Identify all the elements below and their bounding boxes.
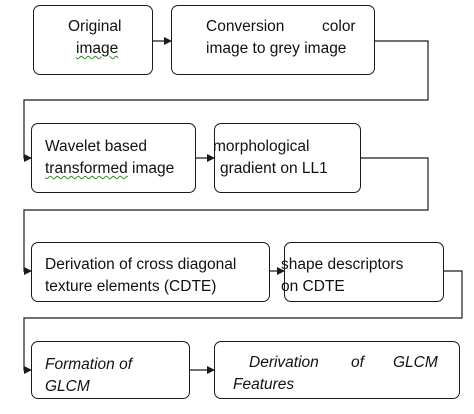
node-glcm-line1: Formation of: [45, 356, 133, 373]
node-glcm-features-line2: Features: [233, 376, 295, 393]
node-conversion-line2: image to grey image: [206, 40, 347, 57]
node-morph-line2: gradient on LL1: [220, 160, 328, 177]
node-conversion-line1-a: Conversion: [206, 18, 285, 35]
node-shape: shape descriptors on CDTE: [281, 242, 444, 302]
node-glcm-features-line1-b: of: [351, 354, 364, 371]
node-shape-line1: shape descriptors: [281, 256, 404, 273]
node-wavelet-line1: Wavelet based: [45, 138, 147, 155]
node-morph: morphological gradient on LL1: [213, 123, 361, 193]
node-wavelet-line2-a: transformed: [45, 160, 128, 177]
node-glcm-features-line1-c: GLCM: [393, 354, 438, 371]
node-glcm-features: Derivation of GLCM Features: [214, 341, 460, 399]
node-original-image-line1: Original: [68, 18, 122, 35]
node-cdte-line2: texture elements (CDTE): [45, 278, 217, 295]
node-wavelet-line2-b: image: [127, 160, 175, 177]
node-cdte-line1: Derivation of cross diagonal: [45, 256, 237, 273]
node-wavelet: Wavelet based transformed image: [31, 123, 196, 193]
node-original-image: Original image: [33, 5, 153, 75]
node-shape-line2: on CDTE: [281, 278, 345, 295]
node-conversion: Conversion color image to grey image: [171, 5, 375, 75]
node-glcm: Formation of GLCM: [31, 341, 190, 399]
node-wavelet-line2: transformed image: [45, 158, 174, 180]
node-cdte: Derivation of cross diagonal texture ele…: [31, 242, 270, 302]
node-original-image-line2: image: [76, 40, 119, 57]
node-glcm-features-line1-a: Derivation: [249, 354, 319, 371]
node-morph-line1: morphological: [213, 138, 310, 155]
node-glcm-line2: GLCM: [45, 378, 90, 395]
node-conversion-line1-b: color: [322, 18, 356, 35]
